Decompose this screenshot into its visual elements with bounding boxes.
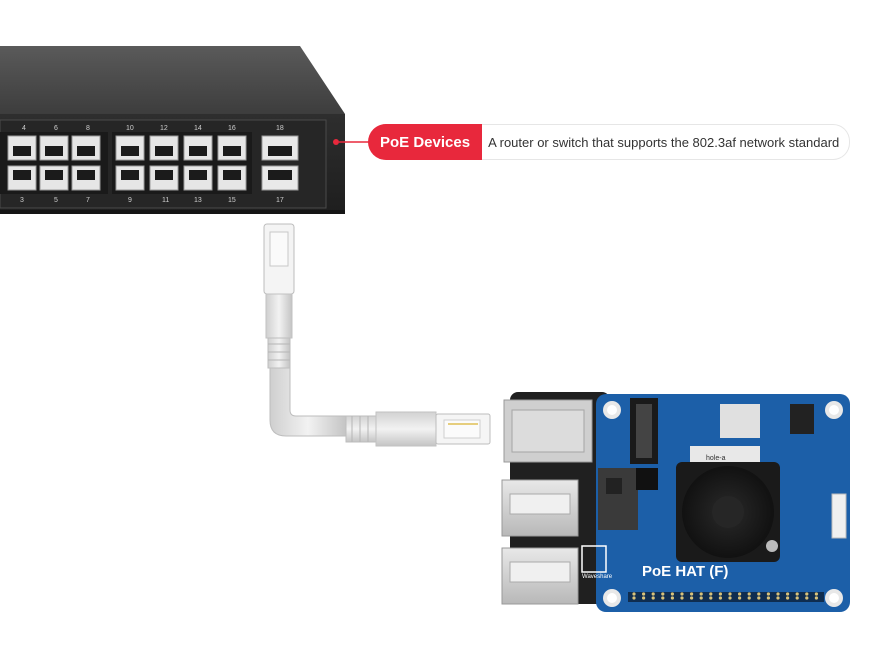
- rj45-port-socket: [45, 170, 63, 180]
- port-number: 8: [86, 125, 90, 132]
- status-led: [333, 139, 339, 145]
- ethernet-cable: [263, 223, 491, 447]
- gpio-pin: [632, 592, 636, 596]
- gpio-pin: [757, 592, 761, 596]
- gpio-pin: [709, 596, 713, 600]
- port-number: 18: [276, 125, 284, 132]
- rj45-port-socket: [189, 146, 207, 156]
- gpio-pin: [805, 596, 809, 600]
- gpio-pin: [718, 592, 723, 596]
- rj45-port-socket: [121, 170, 139, 180]
- gpio-pin: [680, 592, 684, 596]
- gpio-pin: [661, 592, 665, 596]
- port-number: 13: [194, 197, 202, 204]
- brand-label: Waveshare: [582, 574, 613, 580]
- gpio-pin: [738, 592, 742, 596]
- gpio-pin: [814, 596, 819, 600]
- poe-hat-board: [581, 394, 850, 612]
- rj45-port-socket: [155, 170, 173, 180]
- gpio-pin: [651, 596, 655, 600]
- callout-description: A router or switch that supports the 802…: [482, 124, 851, 160]
- gpio-pin: [786, 596, 790, 600]
- gpio-pin: [747, 592, 751, 596]
- rj45-port-socket: [13, 146, 31, 156]
- gpio-pin: [805, 592, 809, 596]
- gpio-pin: [728, 596, 732, 600]
- gpio-pin: [738, 596, 742, 600]
- fan-label: hole-a: [706, 455, 726, 462]
- gpio-pin: [670, 596, 675, 600]
- rj45-port-socket: [45, 146, 63, 156]
- gpio-pin: [699, 596, 703, 600]
- port-number: 17: [276, 197, 284, 204]
- gpio-pin: [718, 596, 723, 600]
- network-switch: 4 6 8 10 12 14 16 18 3 5 7 9 11 13 15 17: [0, 46, 345, 214]
- gpio-pin: [766, 592, 771, 596]
- port-number: 12: [160, 125, 168, 132]
- gpio-pin: [670, 592, 675, 596]
- poe-devices-callout: PoE Devices A router or switch that supp…: [368, 124, 851, 160]
- port-number: 16: [228, 125, 236, 132]
- rj45-port-socket: [13, 170, 31, 180]
- callout-title: PoE Devices: [368, 124, 483, 160]
- gpio-pin: [766, 596, 771, 600]
- rj45-port-socket: [121, 146, 139, 156]
- switch-top-port-numbers: 4 6 8 10 12 14 16 18: [22, 125, 284, 132]
- gpio-pin: [690, 596, 694, 600]
- port-number: 10: [126, 125, 134, 132]
- gpio-pin: [632, 596, 636, 600]
- port-number: 7: [86, 197, 90, 204]
- gpio-pin: [757, 596, 761, 600]
- rj45-port-socket: [155, 146, 173, 156]
- gpio-pin: [814, 592, 819, 596]
- port-number: 4: [22, 125, 26, 132]
- rj45-port-socket: [189, 170, 207, 180]
- waveshare-logo-icon: [581, 545, 607, 573]
- gpio-pin: [776, 596, 780, 600]
- gpio-pin: [776, 592, 780, 596]
- rj45-port-socket: [77, 170, 95, 180]
- port-number: 6: [54, 125, 58, 132]
- gpio-pin: [786, 592, 790, 596]
- switch-bottom-port-numbers: 3 5 7 9 11 13 15 17: [20, 197, 284, 204]
- gpio-pin: [709, 592, 713, 596]
- gpio-pin: [642, 596, 646, 600]
- port-number: 9: [128, 197, 132, 204]
- gpio-pin: [690, 592, 694, 596]
- gpio-pin: [747, 596, 751, 600]
- port-number: 11: [162, 197, 169, 204]
- rj45-port-socket: [223, 170, 241, 180]
- poe-hat-label: PoE HAT (F): [642, 563, 729, 580]
- gpio-pin: [680, 596, 684, 600]
- rj45-port-socket: [223, 146, 241, 156]
- gpio-pin: [728, 592, 732, 596]
- gpio-pin: [795, 596, 799, 600]
- port-number: 3: [20, 197, 24, 204]
- raspberry-pi-board: [501, 392, 610, 605]
- rj45-port-socket: [77, 146, 95, 156]
- port-number: 5: [54, 197, 58, 204]
- port-number: 14: [194, 125, 202, 132]
- gpio-pin: [661, 596, 665, 600]
- gpio-pin: [651, 592, 655, 596]
- gpio-pin: [795, 592, 799, 596]
- gpio-pin: [642, 592, 646, 596]
- gpio-pin: [699, 592, 703, 596]
- port-number: 15: [228, 197, 236, 204]
